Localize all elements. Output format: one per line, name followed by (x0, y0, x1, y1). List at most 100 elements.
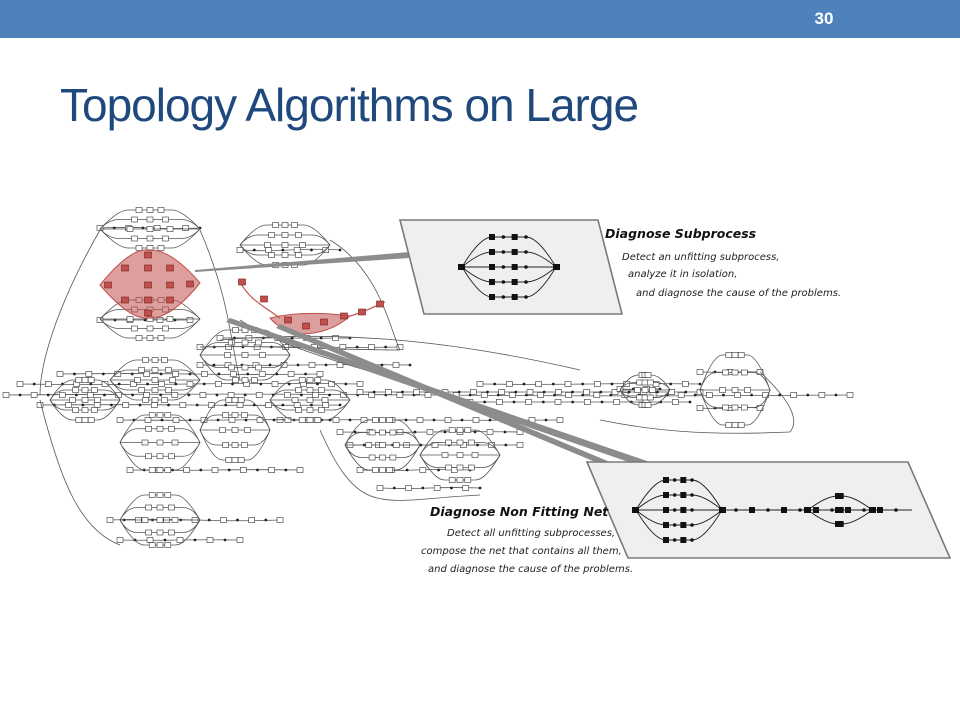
transition-box (419, 467, 427, 473)
mini-place (524, 235, 528, 239)
transition-box (476, 381, 484, 387)
transition-box (248, 517, 255, 523)
transition-box (336, 429, 344, 435)
transition-box (356, 467, 364, 473)
place-dot (493, 382, 497, 386)
place-dot (419, 443, 423, 447)
mini-place (672, 538, 677, 542)
transition-box (537, 392, 544, 398)
place-dot (304, 372, 307, 376)
place-dot (778, 393, 782, 397)
place-dot (224, 403, 228, 407)
transition-box (385, 389, 392, 395)
transition-box (134, 377, 141, 383)
transition-box (116, 537, 124, 543)
transition-box (131, 216, 138, 223)
transition-box (56, 371, 64, 377)
transition-box (719, 387, 726, 393)
place-dot (437, 468, 440, 472)
mini-place (690, 523, 694, 527)
transition-box (392, 362, 400, 368)
transition-box (156, 412, 164, 418)
transition-box (332, 335, 339, 341)
transition-box (232, 377, 239, 383)
transition-box (144, 417, 152, 423)
place-dot (89, 382, 93, 386)
place-dot (473, 430, 477, 434)
place-dot (504, 443, 508, 447)
transition-box (506, 381, 513, 387)
transition-box (225, 397, 233, 403)
place-dot (338, 403, 342, 407)
transition-box (365, 442, 373, 448)
transition-box (413, 389, 420, 395)
place-dot (103, 393, 106, 397)
mini-place (690, 538, 694, 542)
place-dot (405, 468, 409, 472)
mini-transition (511, 264, 518, 270)
transition-box (516, 442, 524, 448)
mini-transition (489, 279, 495, 285)
transition-box (744, 387, 751, 393)
transition-box (379, 467, 386, 473)
place-dot (372, 390, 376, 394)
arc-chain (479, 383, 701, 385)
callout-line: and diagnose the cause of the problems. (636, 288, 841, 299)
transition-box (464, 427, 472, 433)
place-dot (698, 382, 702, 386)
place-dot (138, 403, 142, 407)
transition-box (445, 439, 452, 446)
place-dot (413, 430, 417, 434)
transition-box (314, 417, 322, 423)
transition-box (611, 389, 619, 395)
transition-box (731, 352, 739, 358)
transition-box (268, 252, 275, 258)
transition-box (148, 492, 156, 498)
transition-box (284, 417, 292, 423)
mini-transition (869, 507, 876, 513)
highlight-transition (121, 264, 129, 272)
highlight-transition (144, 264, 152, 272)
transition-box (228, 339, 235, 346)
transition-box (308, 362, 316, 368)
transition-box (87, 417, 95, 423)
transition-box (225, 457, 233, 463)
transition-box (142, 397, 149, 403)
place-dot (421, 486, 425, 490)
transition-box (379, 454, 386, 461)
place-dot (488, 418, 492, 422)
transition-box (509, 392, 516, 398)
transition-box (583, 389, 590, 395)
place-dot (380, 363, 384, 367)
place-dot (187, 393, 191, 397)
transition-box (328, 381, 335, 387)
zoom-connectors (195, 252, 650, 466)
transition-box (281, 242, 289, 248)
transition-box (244, 427, 251, 433)
transition-box (241, 442, 248, 448)
transition-box (227, 392, 235, 398)
transition-box (281, 222, 289, 228)
callout-diagnose-non-fitting-net: Diagnose Non Fitting Net Detect all unfi… (421, 461, 952, 575)
place-dot (476, 443, 479, 447)
mini-transition (804, 507, 811, 513)
mini-transition (489, 264, 495, 270)
place-dot (296, 363, 300, 367)
callout-line: compose the net that contains all them, (421, 546, 622, 557)
transition-box (157, 245, 165, 251)
transition-box (468, 439, 475, 446)
transition-box (236, 247, 244, 253)
mini-place (672, 493, 677, 497)
mini-arc (635, 509, 723, 526)
transition-box (426, 429, 434, 435)
transition-box (762, 392, 769, 398)
transition-box (258, 371, 266, 377)
mini-place (501, 250, 506, 254)
transition-box (157, 207, 165, 213)
non-fitting-mini-net (632, 477, 912, 543)
transition-box (156, 439, 164, 446)
highlight-transition (166, 264, 174, 272)
transition-box (143, 392, 150, 398)
transition-box (156, 453, 164, 460)
place-dot (806, 393, 810, 397)
